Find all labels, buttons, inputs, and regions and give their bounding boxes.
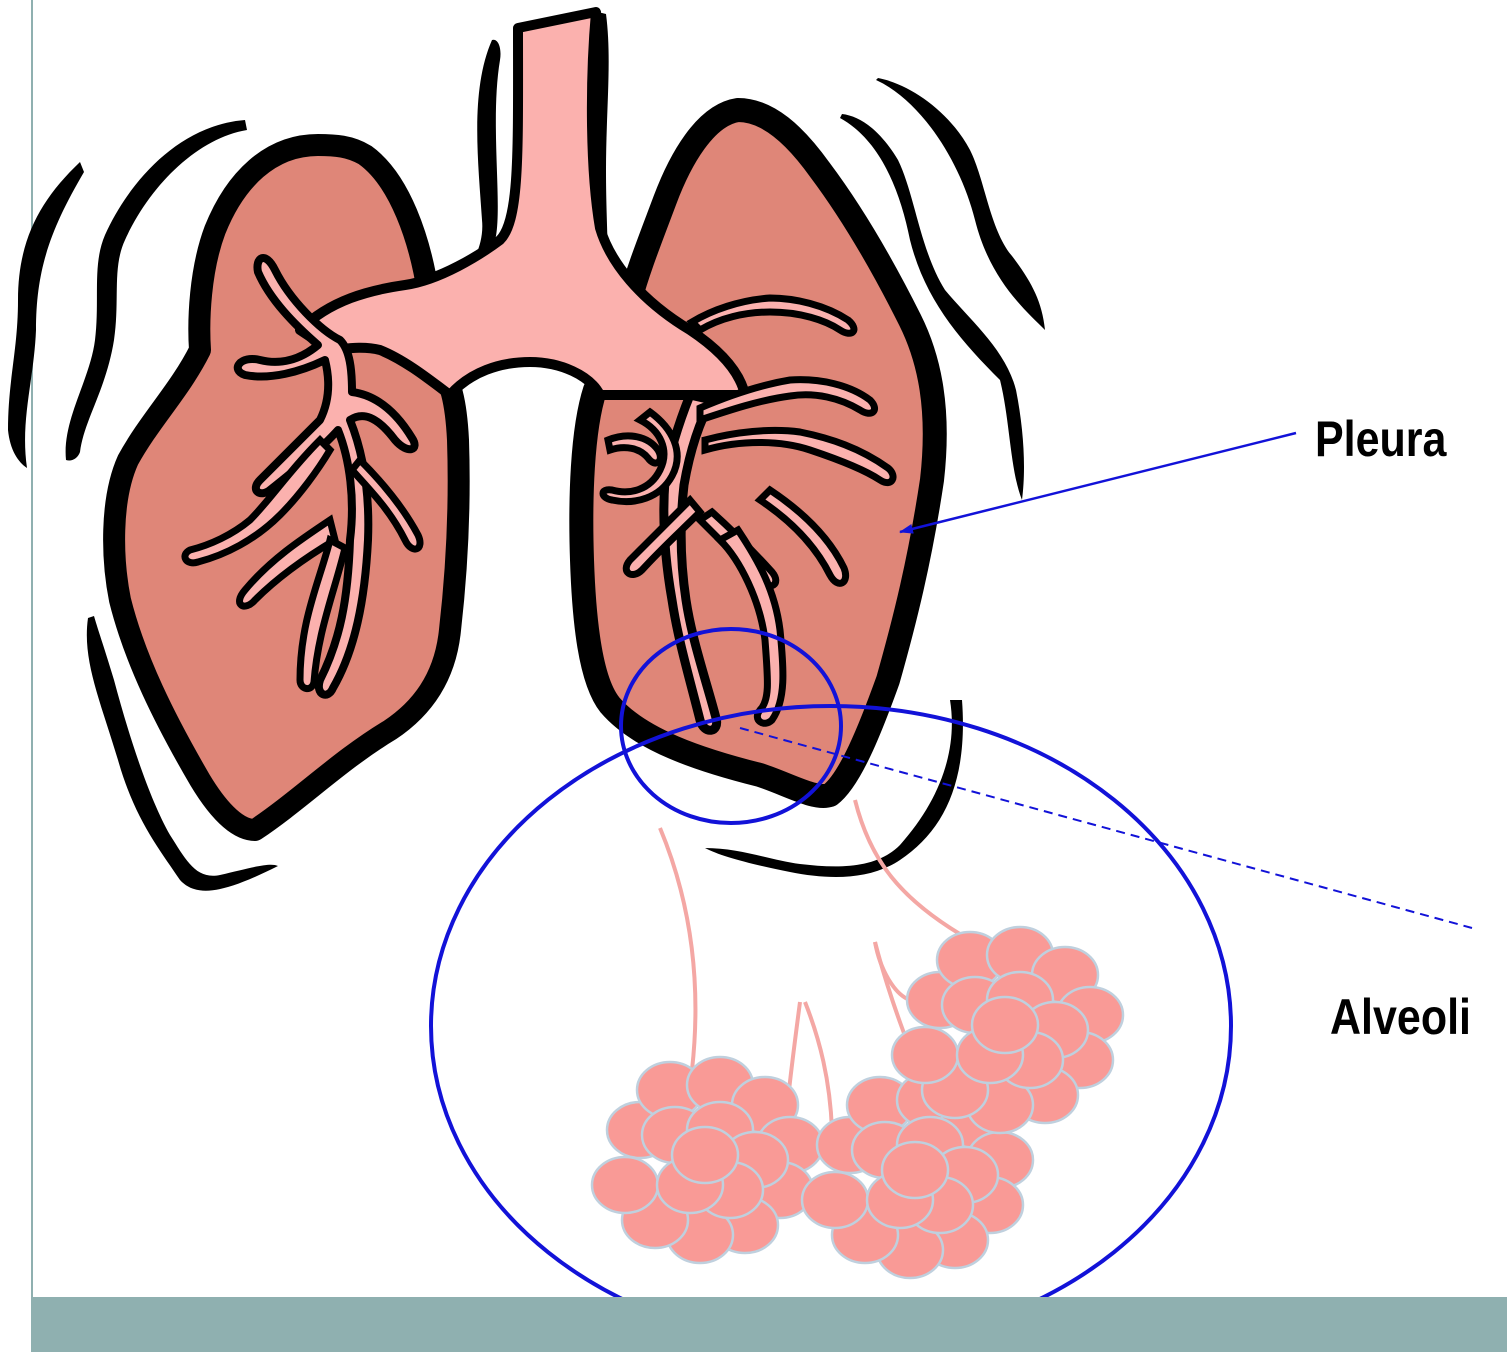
alveoli-cluster-left (592, 1057, 823, 1263)
alveoli-leader-line (740, 728, 1472, 928)
alveolus (882, 1142, 948, 1198)
alveoli-clusters (592, 927, 1123, 1278)
footer-band (31, 1297, 1507, 1352)
right-lung (581, 110, 934, 796)
alveolus (972, 997, 1038, 1053)
alveolus (592, 1157, 658, 1213)
pleura-label: Pleura (1315, 414, 1453, 464)
alveolus (892, 1027, 958, 1083)
alveolus (802, 1172, 868, 1228)
alveoli-label: Alveoli (1330, 992, 1471, 1042)
alveoli-cluster-right (892, 927, 1123, 1133)
arrow-icon (900, 433, 1296, 532)
alveolus (672, 1127, 738, 1183)
